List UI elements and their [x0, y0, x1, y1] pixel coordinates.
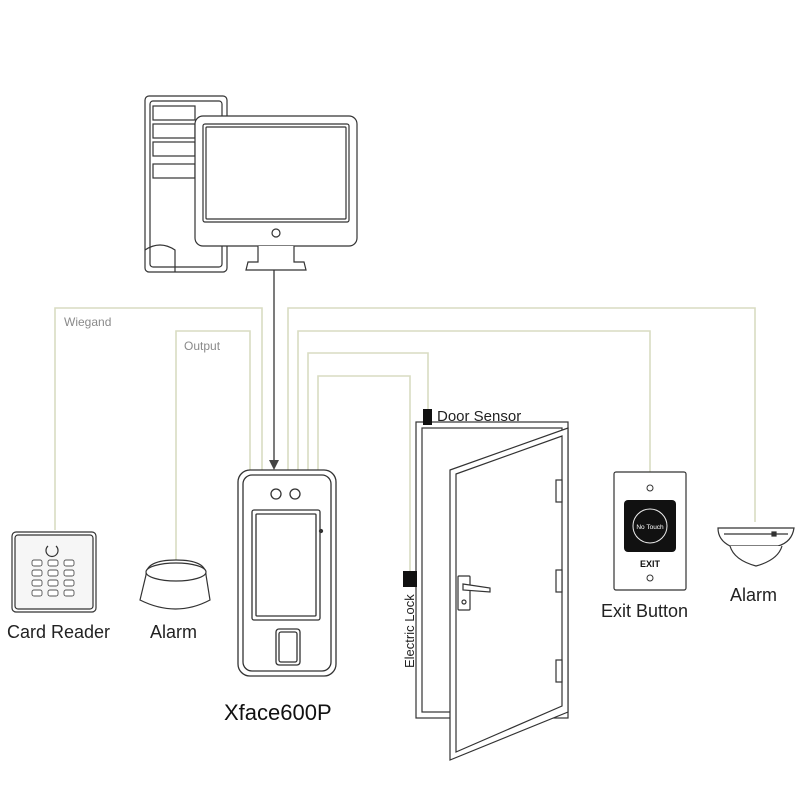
exit-text: EXIT: [640, 559, 661, 569]
wires: [54, 307, 756, 575]
face-terminal-icon: [237, 469, 337, 677]
monitor-icon: [194, 115, 358, 271]
door-sensor-label: Door Sensor: [437, 408, 522, 425]
card-reader-label: Card Reader: [7, 622, 111, 642]
no-touch-text: No Touch: [636, 524, 664, 531]
wire-output: [175, 330, 251, 560]
wire-wiegand: [54, 307, 263, 530]
wiegand-label: Wiegand: [64, 315, 112, 329]
card-reader-icon: [11, 531, 97, 613]
output-label: Output: [184, 339, 221, 353]
door-sensor-block: [423, 409, 432, 425]
wire-exit-button: [297, 330, 651, 472]
arrow-down-icon: [269, 460, 279, 470]
electric-lock-label: Electric Lock: [402, 594, 417, 668]
wire-electric-lock: [317, 375, 411, 575]
siren-alarm-icon: [139, 559, 211, 610]
wire-alarm-right: [287, 307, 756, 522]
wire-door-sensor: [307, 352, 429, 470]
ceiling-alarm-icon: [717, 527, 795, 567]
exit-button-label: Exit Button: [601, 601, 689, 621]
keypad-keys: [31, 559, 75, 597]
exit-button-icon: No Touch EXIT: [613, 471, 687, 591]
device-label: Xface600P: [224, 700, 332, 725]
alarm-right-label: Alarm: [730, 585, 778, 605]
door-icon: [415, 421, 569, 761]
electric-lock-block: [403, 571, 417, 587]
alarm-left-label: Alarm: [150, 622, 198, 642]
